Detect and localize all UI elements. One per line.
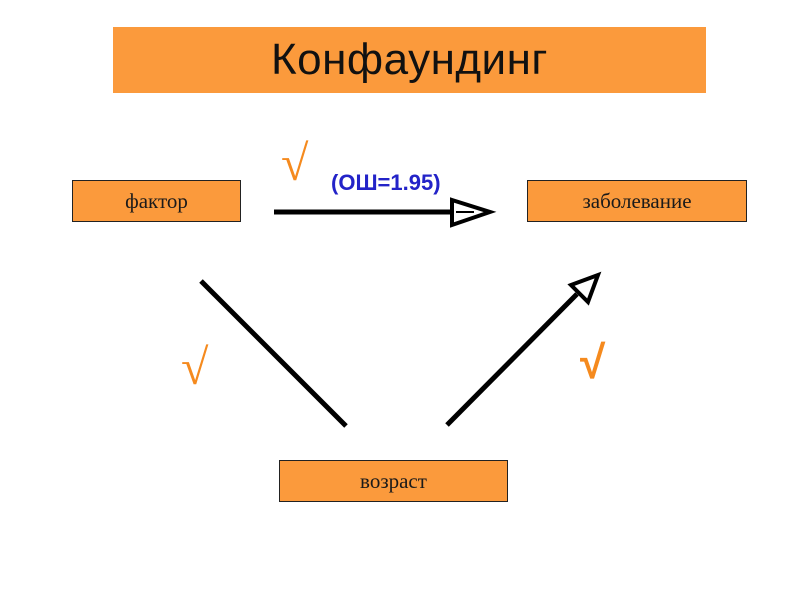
check-mark-icon-age-disease: √ [580, 336, 606, 388]
node-disease: заболевание [527, 180, 747, 222]
line-factor-to-age [199, 279, 348, 428]
title-banner: Конфаундинг [113, 27, 706, 93]
node-factor: фактор [72, 180, 241, 222]
check-mark-icon-factor-age: √ [181, 339, 209, 395]
node-age: возраст [279, 460, 508, 502]
check-mark-icon-factor-disease: √ [281, 135, 309, 191]
arrow-age-to-disease [445, 271, 602, 427]
odds-ratio-label: (ОШ=1.95) [331, 170, 441, 195]
page-title: Конфаундинг [271, 35, 548, 84]
arrow-factor-to-disease [274, 197, 497, 228]
